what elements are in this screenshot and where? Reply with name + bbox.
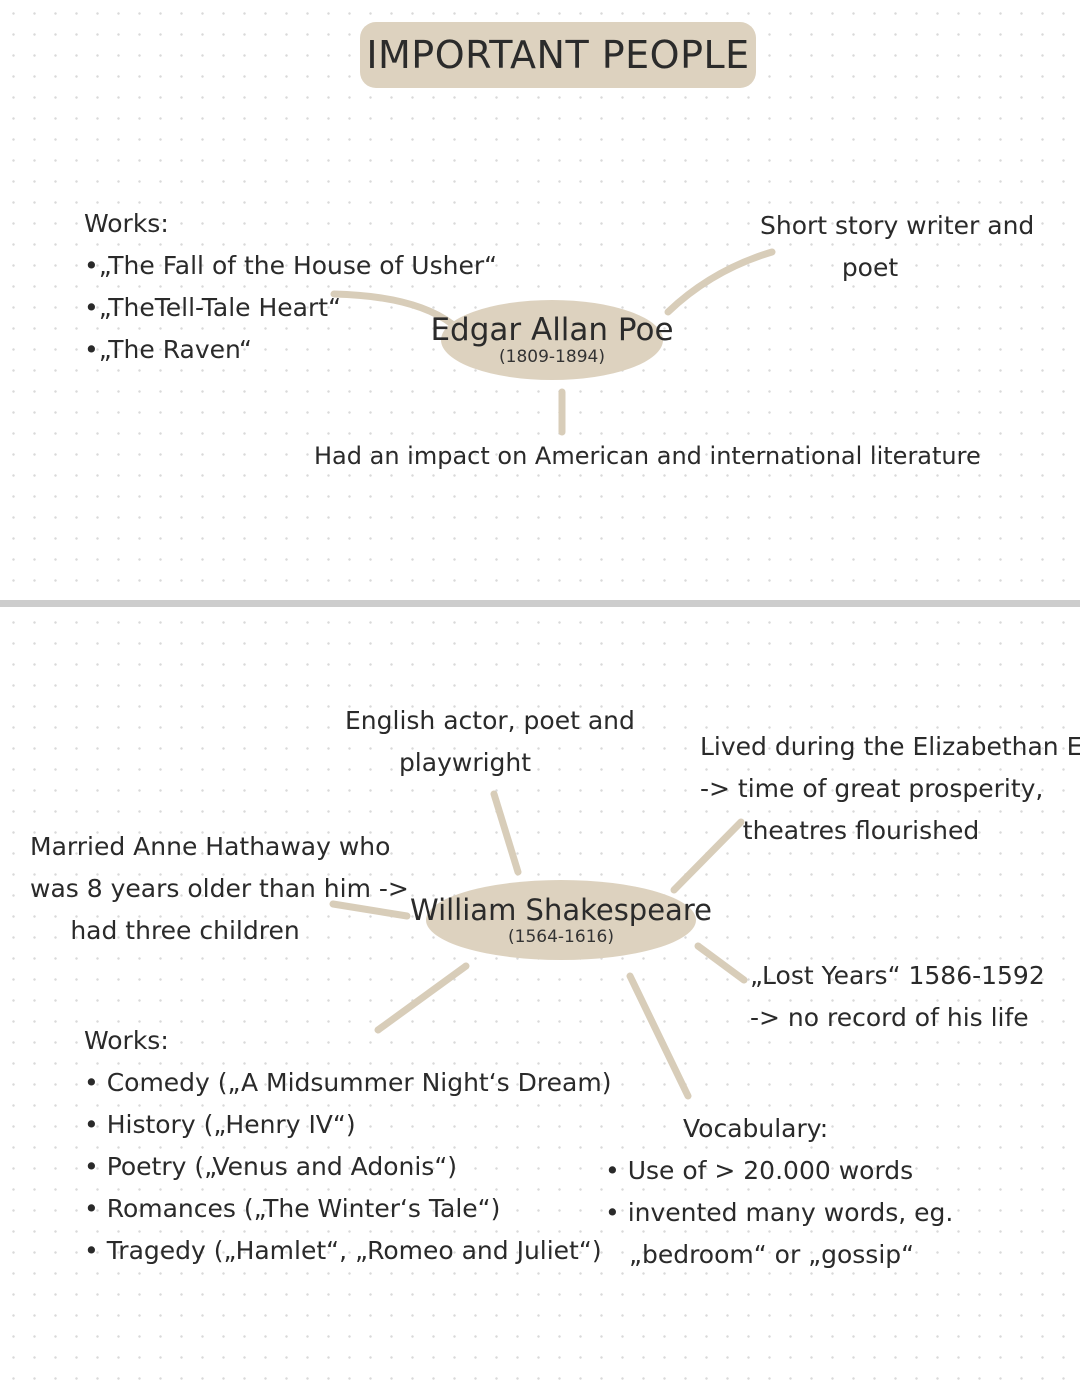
connector-ws-marriage (329, 900, 411, 920)
ws-works-heading: Works: (84, 1026, 169, 1055)
connector-ws-occupation (490, 790, 522, 876)
poe-role-line: poet (841, 253, 899, 282)
ws-work-item: • History („Henry IV“) (84, 1110, 356, 1139)
ws-lost-years-line: „Lost Years“ 1586-1592 (750, 961, 1045, 990)
ws-node: William Shakespeare (1564-1616) (410, 880, 712, 960)
ws-marriage-line: was 8 years older than him -> (30, 874, 409, 903)
poe-work-item: •„The Raven“ (84, 335, 252, 364)
ws-lost-years-line: -> no record of his life (750, 1003, 1029, 1032)
ws-occupation-line: English actor, poet and (345, 706, 635, 735)
connector-ws-lostyears (694, 942, 748, 984)
ws-vocab-heading: Vocabulary: (683, 1114, 829, 1143)
page-title: IMPORTANT PEOPLE (360, 22, 756, 88)
ws-era-line: theatres flourished (742, 816, 980, 845)
poe-work-item: •„TheTell-Tale Heart“ (84, 293, 342, 322)
poe-role-line: Short story writer and (760, 211, 1035, 240)
ws-dates: (1564-1616) (508, 927, 614, 947)
ws-work-item: • Poetry („Venus and Adonis“) (84, 1152, 458, 1181)
connector-ws-vocab (626, 972, 692, 1100)
ws-vocab-item: • invented many words, eg. (605, 1198, 954, 1227)
section-divider (0, 600, 1080, 607)
ws-era-line: Lived during the Elizabethan Era (700, 732, 1080, 761)
poe-impact: Had an impact on American and internatio… (314, 442, 981, 470)
connector-poe-works (330, 290, 456, 328)
connector-ws-era (670, 818, 745, 894)
ws-vocab-item: • Use of > 20.000 words (605, 1156, 914, 1185)
ws-work-item: • Comedy („A Midsummer Night‘s Dream) (84, 1068, 612, 1097)
poe-works-block: Works: •„The Fall of the House of Usher“… (84, 203, 497, 371)
ws-name: William Shakespeare (410, 893, 712, 927)
ws-work-item: • Romances („The Winter‘s Tale“) (84, 1194, 501, 1223)
ws-marriage-line: had three children (70, 916, 300, 945)
connector-ws-works (374, 962, 470, 1034)
poe-dates: (1809-1894) (499, 347, 605, 367)
poe-works-heading: Works: (84, 209, 169, 238)
ws-marriage: Married Anne Hathaway who was 8 years ol… (30, 826, 409, 952)
ws-works-block: Works: • Comedy („A Midsummer Night‘s Dr… (84, 1020, 611, 1272)
ws-lost-years: „Lost Years“ 1586-1592 -> no record of h… (750, 955, 1045, 1039)
poe-role: Short story writer and poet (760, 205, 1035, 289)
ws-vocab-item: „bedroom“ or „gossip“ (629, 1240, 915, 1269)
ws-occupation-line: playwright (398, 748, 532, 777)
ws-marriage-line: Married Anne Hathaway who (30, 832, 391, 861)
ws-era: Lived during the Elizabethan Era -> time… (700, 726, 1080, 852)
ws-era-line: -> time of great prosperity, (700, 774, 1044, 803)
poe-node: Edgar Allan Poe (1809-1894) (430, 300, 674, 380)
poe-name: Edgar Allan Poe (430, 312, 674, 348)
ws-vocab-block: Vocabulary: • Use of > 20.000 words • in… (605, 1108, 954, 1276)
poe-work-item: •„The Fall of the House of Usher“ (84, 251, 498, 280)
ws-occupation: English actor, poet and playwright (345, 700, 635, 784)
connector-poe-role (664, 248, 776, 316)
ws-work-item: • Tragedy („Hamlet“, „Romeo and Juliet“) (84, 1236, 602, 1265)
